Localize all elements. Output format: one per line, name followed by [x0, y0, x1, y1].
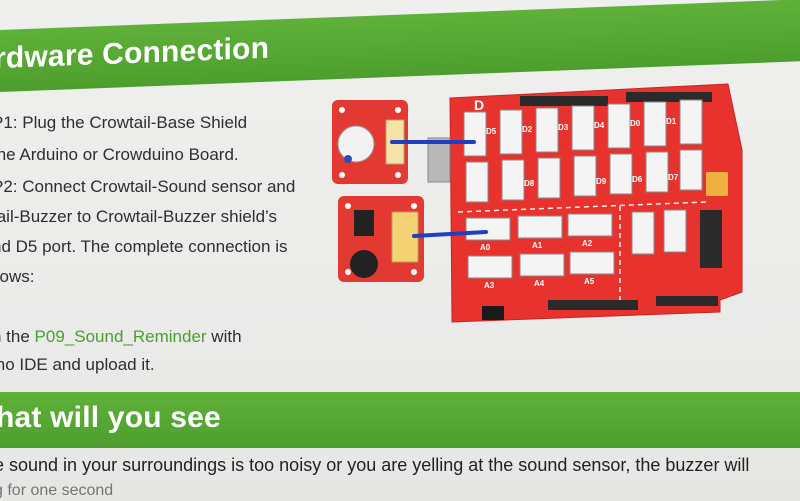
body-text-line-1: e sound in your surroundings is too nois… [0, 455, 750, 475]
step-2-line-4: llows: [0, 267, 35, 286]
port-label: A1 [532, 241, 543, 250]
step-3-prefix: n the [0, 327, 30, 346]
port-label: D1 [666, 117, 677, 126]
step-2-line-1: P2: Connect Crowtail-Sound sensor and [0, 177, 296, 196]
port-label: A4 [534, 279, 545, 288]
step-1-line-2: the Arduino or Crowduino Board. [0, 145, 239, 164]
crowtail-base-shield: D [427, 83, 743, 323]
port-label: D3 [558, 123, 569, 132]
section-title: hat will you see [0, 401, 221, 434]
board-corner-letter: D [474, 97, 484, 113]
step-3-suffix: with [206, 327, 242, 346]
step-2-line-3: nd D5 port. The complete connection is [0, 237, 288, 256]
step-3-line-2: ino IDE and upload it. [0, 355, 155, 374]
port-label: D7 [668, 173, 679, 182]
body-text-line-2: g for one second [0, 482, 114, 499]
connection-wires [390, 140, 488, 238]
port-label: D5 [486, 127, 497, 136]
wire-buzzer [412, 230, 488, 238]
sketch-link[interactable]: P09_Sound_Reminder [34, 327, 207, 346]
port-label: A0 [480, 243, 491, 252]
port-label: A2 [582, 239, 593, 248]
port-label: D6 [632, 175, 643, 184]
step-3-line-1: n the P09_Sound_Reminder with [0, 322, 242, 352]
port-label: D2 [522, 125, 533, 134]
section-header-what-will-you-see: hat will you see [0, 392, 800, 448]
port-label: D8 [524, 179, 535, 188]
port-label: D9 [596, 177, 607, 186]
step-1-line-1: P1: Plug the Crowtail-Base Shield [0, 113, 248, 132]
buzzer-module [338, 196, 424, 282]
port-label: D0 [630, 119, 641, 128]
port-label: A5 [584, 277, 595, 286]
port-label: A3 [484, 281, 495, 290]
port-label: D4 [594, 121, 605, 130]
step-2-line-2: tail-Buzzer to Crowtail-Buzzer shield’s [0, 207, 278, 226]
